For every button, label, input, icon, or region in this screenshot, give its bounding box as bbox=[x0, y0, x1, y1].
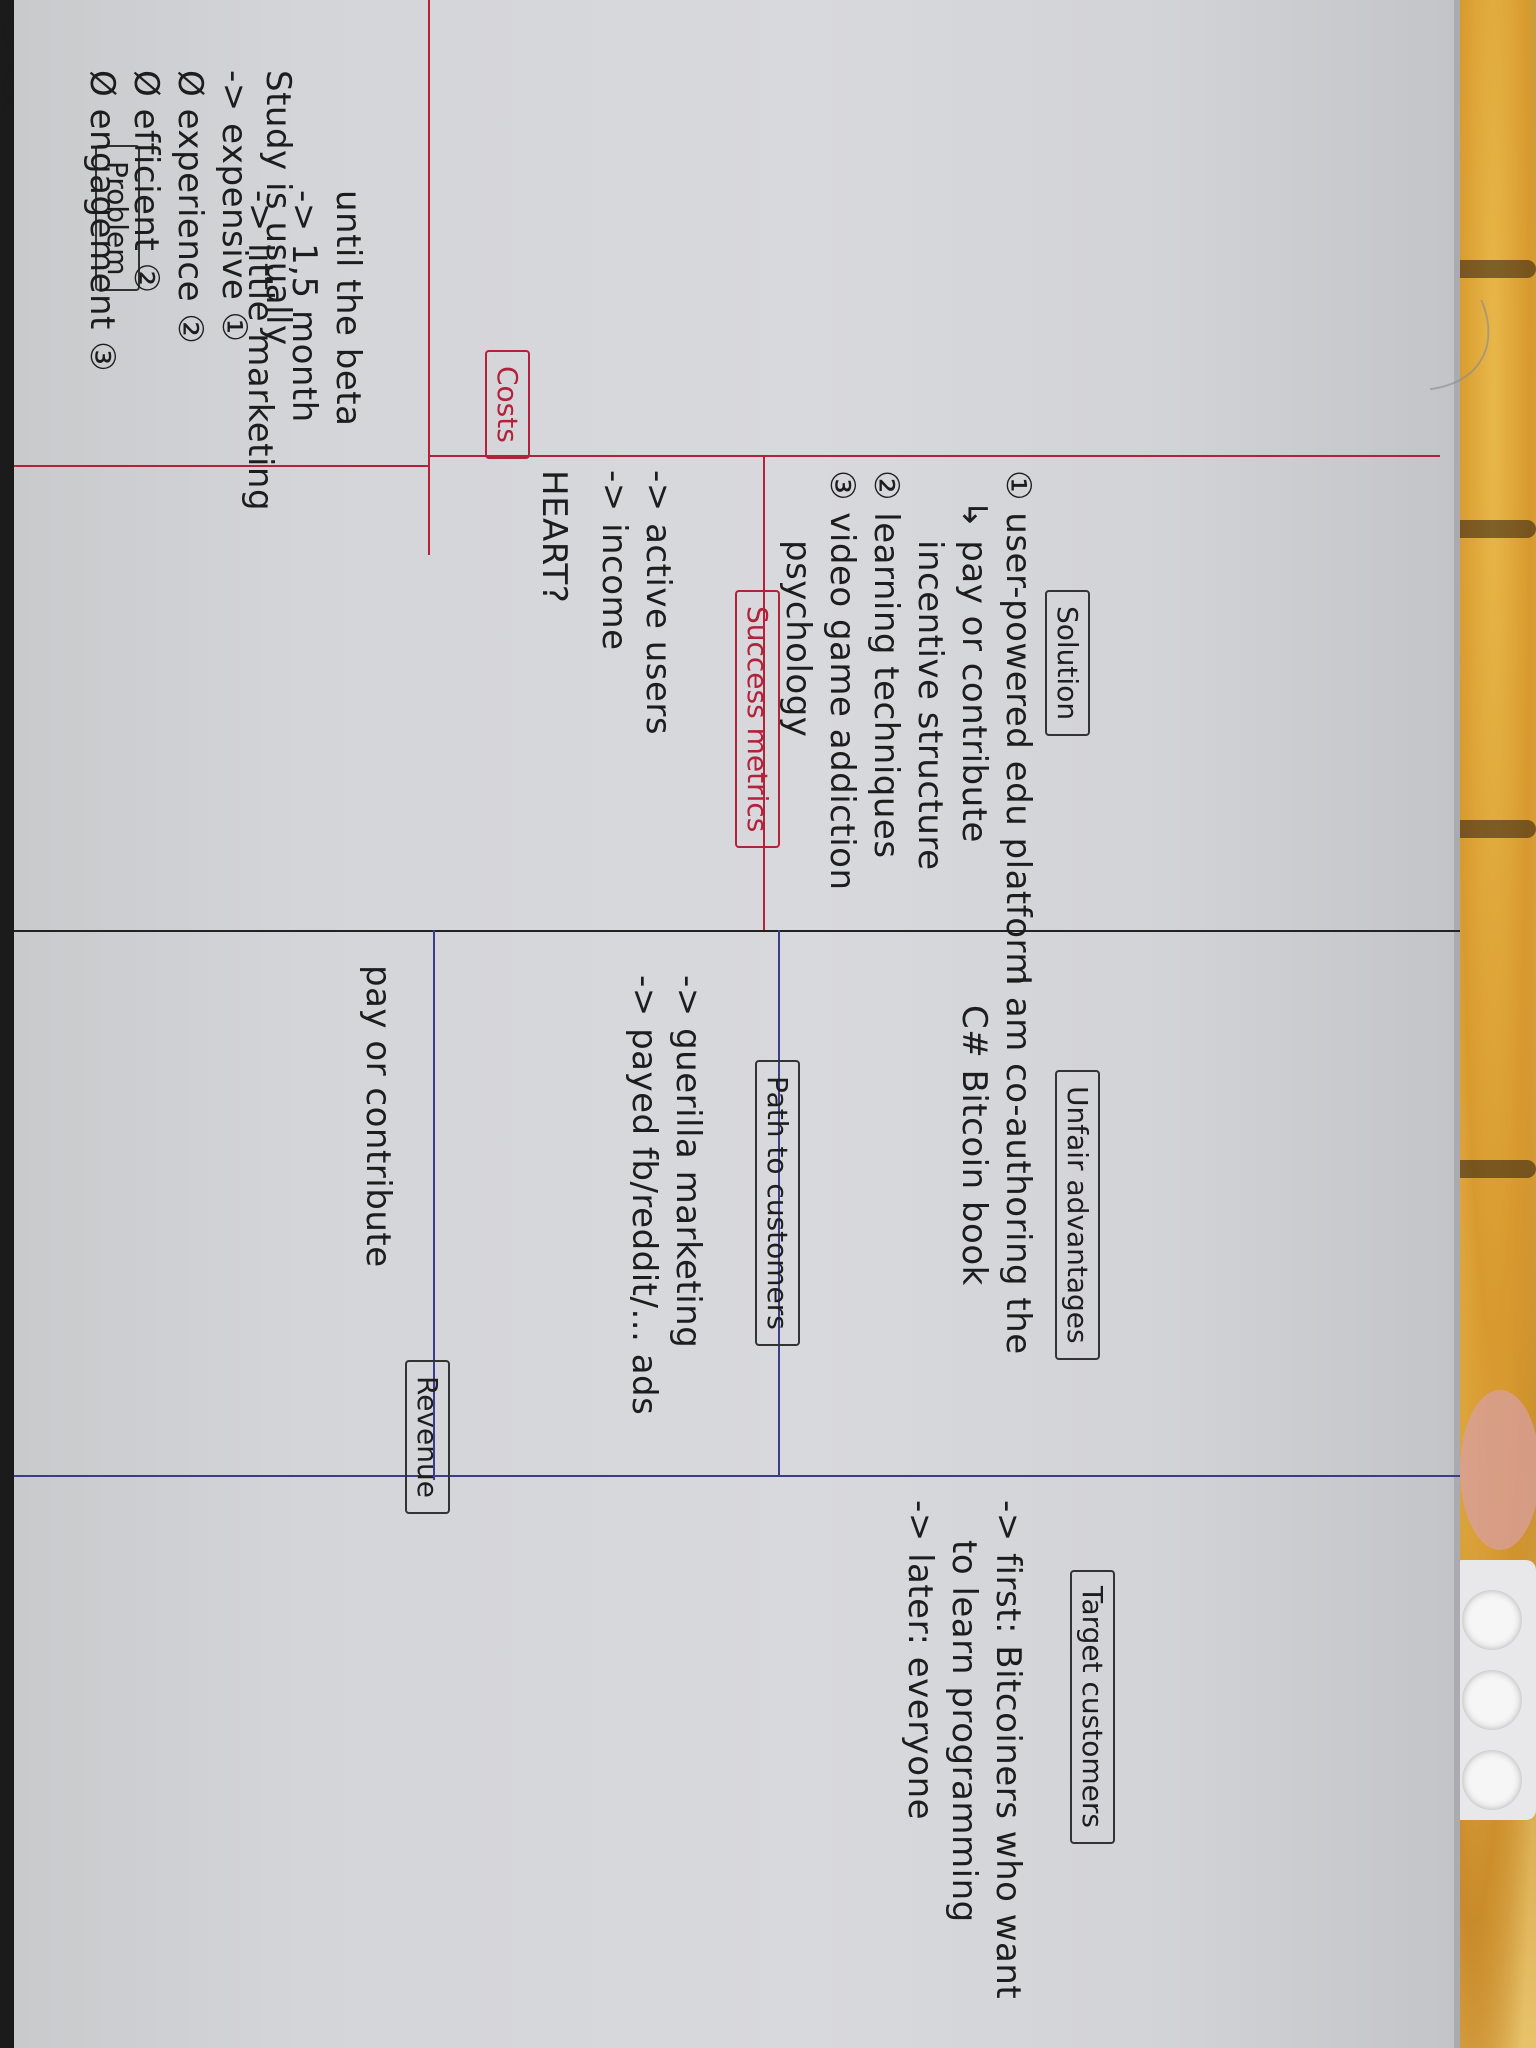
target-customers-line: -> first: Bitcoiners who want bbox=[988, 1500, 1028, 2000]
path-to-customers-notes: -> guerilla marketing -> payed fb/reddit… bbox=[622, 975, 710, 1415]
paper-sheet bbox=[14, 0, 1460, 2048]
pink-paint-blob bbox=[1460, 1390, 1536, 1550]
costs-notes-block: until the beta -> 1,5 month -> little ma… bbox=[238, 190, 370, 511]
path-to-customers-line: -> payed fb/reddit/... ads bbox=[624, 975, 664, 1416]
poster-stripe bbox=[1440, 1160, 1536, 1178]
target-customers-label: Target customers bbox=[1070, 1570, 1115, 1844]
revenue-label: Revenue bbox=[405, 1360, 450, 1514]
paint-well bbox=[1462, 1670, 1522, 1730]
solution-line: psychology bbox=[778, 540, 818, 738]
problem-line: Ø experience ② bbox=[170, 70, 210, 345]
red-vertical-line bbox=[430, 455, 1440, 457]
lean-canvas: Problem Study is usually -> expensive ① … bbox=[14, 0, 1524, 2048]
solution-line: ↳ pay or contribute bbox=[954, 500, 994, 843]
solution-line: ① user-powered edu platform bbox=[998, 470, 1038, 987]
revenue-line: pay or contribute bbox=[358, 965, 398, 1268]
success-metrics-line: -> income bbox=[594, 470, 634, 651]
solution-line: ② learning techniques bbox=[866, 470, 906, 859]
success-metrics-label: Success metrics bbox=[735, 590, 780, 849]
poster-stripe bbox=[1440, 260, 1536, 278]
unfair-advantage-line: C# Bitcoin book bbox=[954, 1005, 994, 1286]
solution-label: Solution bbox=[1045, 590, 1090, 737]
success-metrics-line: HEART? bbox=[534, 470, 574, 604]
target-customers-notes: -> first: Bitcoiners who want to learn p… bbox=[898, 1500, 1030, 1999]
unfair-advantage-label: Unfair advantages bbox=[1055, 1070, 1100, 1360]
paint-well bbox=[1462, 1590, 1522, 1650]
costs-line: until the beta bbox=[328, 190, 368, 427]
middle-vertical-line bbox=[14, 930, 1460, 932]
paint-well bbox=[1462, 1750, 1522, 1810]
costs-line: -> little marketing bbox=[240, 190, 280, 512]
revenue-notes: pay or contribute bbox=[356, 965, 400, 1268]
table-edge bbox=[0, 0, 14, 2048]
target-customers-line: -> later: everyone bbox=[900, 1500, 940, 1821]
path-to-customers-line: -> guerilla marketing bbox=[668, 975, 708, 1349]
solution-line: incentive structure bbox=[910, 540, 950, 871]
poster-stripe bbox=[1440, 520, 1536, 538]
solution-notes: ① user-powered edu platform ↳ pay or con… bbox=[776, 470, 1040, 986]
path-to-customers-label: Path to customers bbox=[755, 1060, 800, 1346]
paper-edge bbox=[1454, 0, 1460, 2048]
unfair-advantage-line: I am co-authoring the bbox=[998, 975, 1038, 1355]
success-metrics-line: -> active users bbox=[638, 470, 678, 736]
costs-line: -> 1,5 month bbox=[284, 190, 324, 423]
poster-stripe bbox=[1440, 820, 1536, 838]
problem-line: Ø efficient ② bbox=[126, 70, 166, 294]
solution-line: ③ video game addiction bbox=[822, 470, 862, 891]
red-horizontal-line bbox=[428, 0, 430, 555]
success-metrics-notes: -> active users -> income HEART? bbox=[532, 470, 680, 735]
blue-vertical-line bbox=[14, 1475, 1460, 1477]
problem-line: Ø engagement ③ bbox=[82, 70, 122, 373]
magazine-number: 07 bbox=[0, 0, 2, 20]
target-customers-line: to learn programming bbox=[944, 1540, 984, 1923]
costs-label: Costs bbox=[485, 350, 530, 459]
unfair-advantage-notes: I am co-authoring the C# Bitcoin book bbox=[952, 975, 1040, 1355]
